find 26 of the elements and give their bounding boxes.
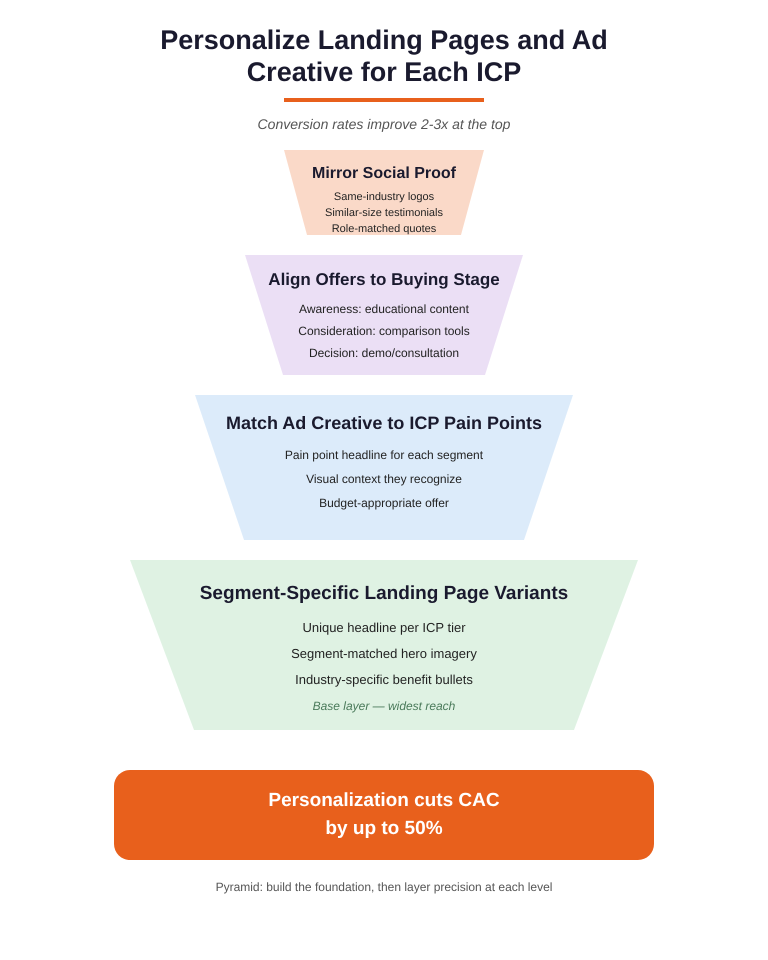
highlight-banner xyxy=(114,770,654,860)
caption: Pyramid: build the foundation, then layer precision at each level xyxy=(214,879,554,896)
layer-item: Role-matched quotes xyxy=(332,222,436,237)
layer-heading: Align Offers to Buying Stage xyxy=(268,269,500,291)
pyramid-layer xyxy=(130,560,638,730)
pyramid-layer xyxy=(195,395,573,540)
layer-item: Awareness: educational content xyxy=(299,300,469,318)
layer-item: Same-industry logos xyxy=(334,190,434,205)
layer-item: Visual context they recognize xyxy=(306,471,462,488)
layer-item: Budget-appropriate offer xyxy=(319,495,449,512)
layer-item: Unique headline per ICP tier xyxy=(302,618,466,637)
layer-item: Pain point headline for each segment xyxy=(284,447,484,464)
layer-heading: Mirror Social Proof xyxy=(312,164,456,184)
subtitle: Conversion rates improve 2-3x at the top xyxy=(256,115,512,134)
layer-item: Decision: demo/consultation xyxy=(308,344,460,362)
layer-item: Segment-matched hero imagery xyxy=(291,644,477,663)
layer-item: Similar-size testimonials xyxy=(325,206,443,221)
layer-heading: Match Ad Creative to ICP Pain Points xyxy=(226,412,542,435)
layer-heading: Segment-Specific Landing Page Variants xyxy=(200,582,568,606)
layer-item: Consideration: comparison tools xyxy=(298,322,470,340)
pyramid-layer xyxy=(245,255,523,375)
layer-item: Industry-specific benefit bullets xyxy=(295,670,473,689)
title: Personalize Landing Pages and Ad Creative for Each ICP xyxy=(159,24,609,88)
banner-text: Personalization cuts CAC by up to 50% xyxy=(267,789,501,841)
layer-note: Base layer — widest reach xyxy=(312,698,456,714)
pyramid-layer xyxy=(284,150,484,235)
